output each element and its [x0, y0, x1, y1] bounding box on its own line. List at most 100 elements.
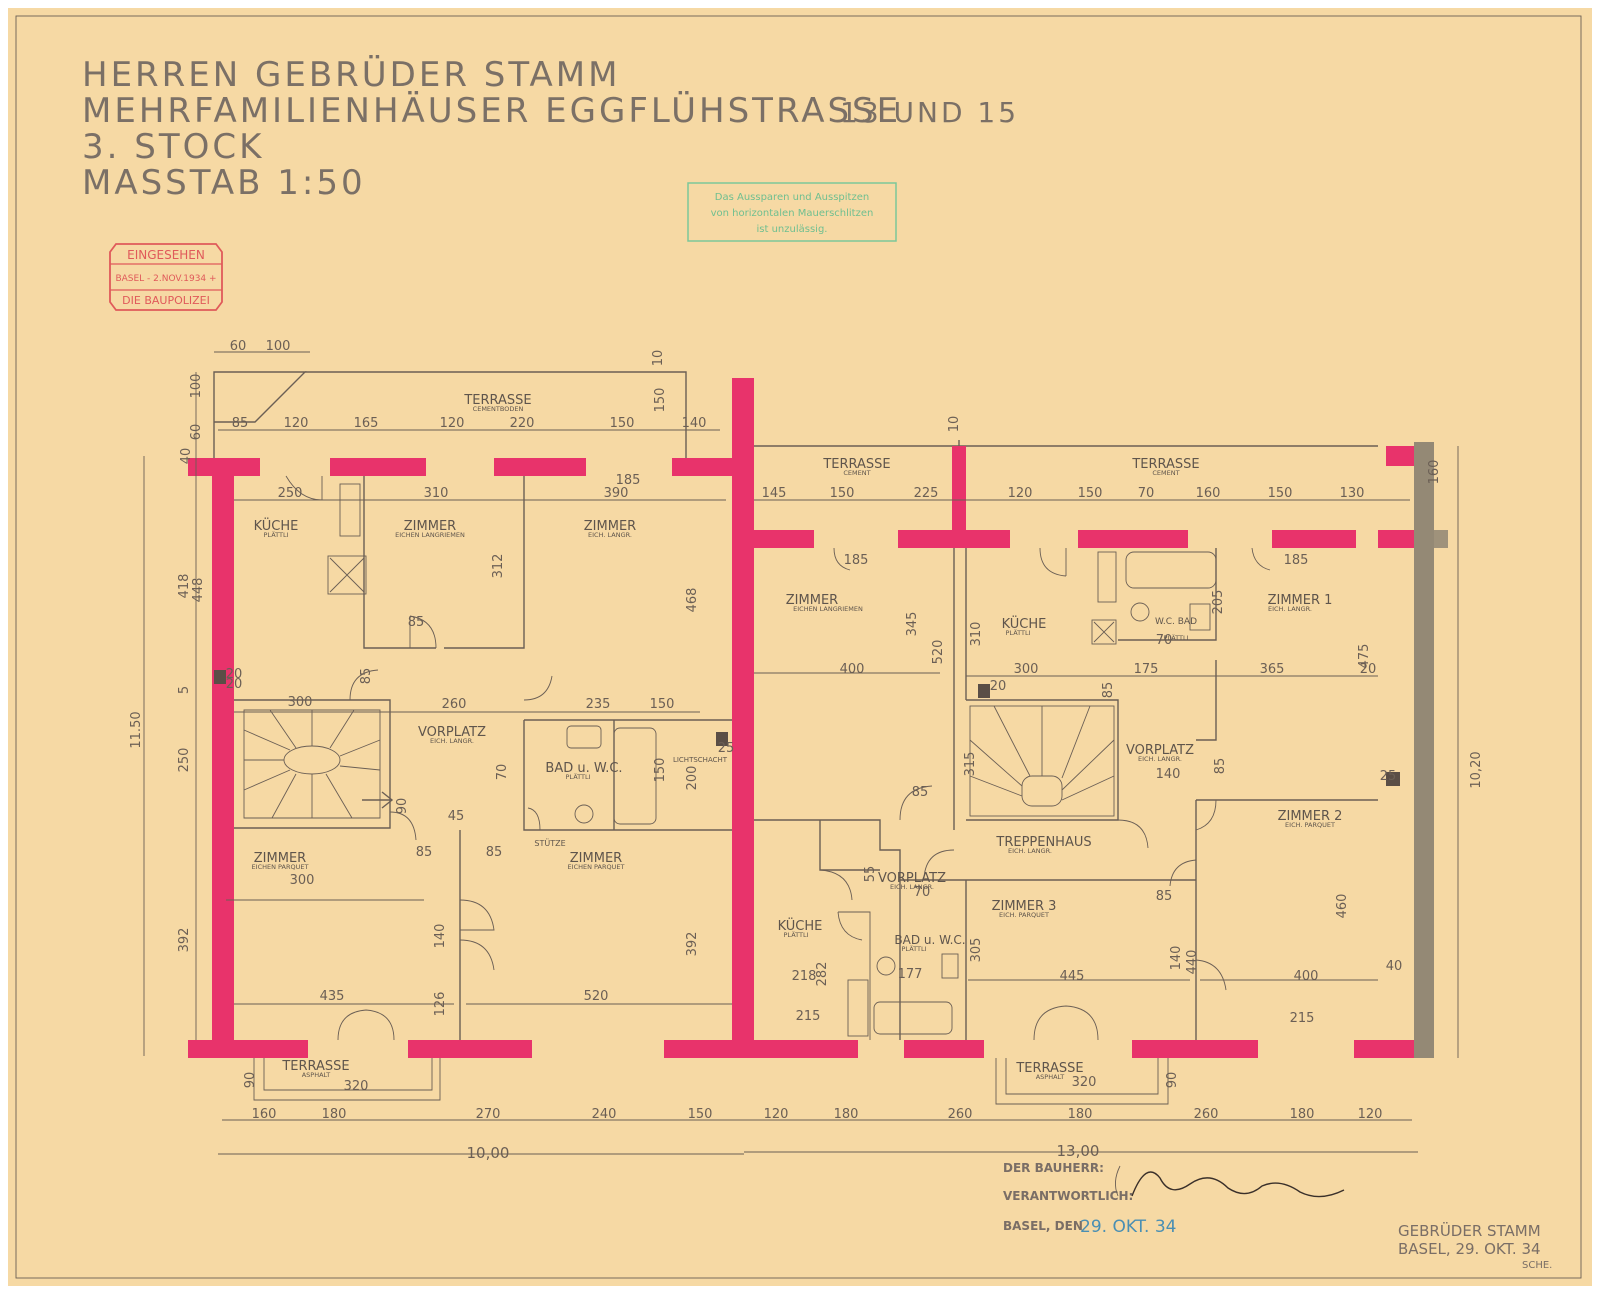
dimension-label: 60	[189, 424, 204, 441]
dimension-label: 20	[990, 679, 1007, 694]
dimension-label: 85	[1156, 889, 1173, 904]
plan-left-house	[188, 371, 754, 1101]
dimension-label: 85	[359, 668, 374, 685]
right-bathtub-bottom	[873, 1001, 953, 1035]
dimension-label: 150	[610, 416, 635, 431]
dimension-label: 240	[592, 1107, 617, 1122]
label-kueche-r: KÜCHE	[1002, 615, 1047, 632]
dimension-label: 11.50	[129, 711, 144, 748]
label-zimmer-1: ZIMMER 1	[1268, 593, 1333, 608]
red-stamp-line-3: DIE BAUPOLIZEI	[122, 294, 210, 307]
label-kueche-r2: KÜCHE	[778, 917, 823, 934]
label-terrasse-r2-sub: CEMENT	[1152, 469, 1179, 477]
dimension-label: 55	[863, 866, 878, 883]
dimension-label: 120	[1358, 1107, 1383, 1122]
dimension-label: 180	[1290, 1107, 1315, 1122]
dimension-label: 312	[491, 554, 506, 579]
green-stamp: Das Aussparen und Ausspitzen von horizon…	[687, 182, 897, 242]
dimension-label: 150	[650, 697, 675, 712]
label-zimmer-b: ZIMMER	[584, 519, 636, 534]
dimension-label: 25	[1380, 769, 1397, 784]
dimension-label: 165	[354, 416, 379, 431]
dimension-label: 90	[243, 1072, 258, 1089]
title-line-3: 3. STOCK	[82, 127, 264, 167]
dimension-label: 140	[433, 924, 448, 949]
dimension-label: 40	[1386, 959, 1403, 974]
label-zimmer-3-sub: EICH. PARQUET	[999, 911, 1049, 919]
dimension-label: 225	[914, 486, 939, 501]
dimension-label: 180	[1068, 1107, 1093, 1122]
right-stair	[969, 705, 1115, 817]
label-vorplatz-r: VORPLATZ	[1126, 743, 1194, 758]
total-left-dimension: 10,00	[467, 1144, 510, 1162]
title-line-2: MEHRFAMILIENHÄUSER EGGFLÜHSTRASSE	[82, 90, 901, 131]
dimension-label: 150	[688, 1107, 713, 1122]
dimension-label: 300	[1014, 662, 1039, 677]
label-treppenhaus: TREPPENHAUS	[995, 835, 1091, 850]
label-zimmer-a-sub: EICHEN LANGRIEMEN	[395, 531, 465, 539]
dimension-label: 10,20	[1469, 751, 1484, 788]
left-sink	[566, 725, 602, 749]
label-kueche-r-sub: PLÄTTLI	[1006, 628, 1031, 637]
firm-line-1: GEBRÜDER STAMM	[1398, 1221, 1541, 1240]
dimension-label: 160	[1427, 460, 1442, 485]
title-line-2-numbers: 13 UND 15	[840, 96, 1019, 129]
dimension-label: 440	[1185, 950, 1200, 975]
signature-scribble	[1131, 1171, 1345, 1198]
room-labels-left: TERRASSE CEMENTBODEN KÜCHE PLÄTTLI ZIMME…	[252, 393, 728, 1079]
dimension-label: 90	[395, 798, 410, 815]
dimension-label: 315	[963, 752, 978, 777]
dimension-label: 120	[440, 416, 465, 431]
dimension-label: 177	[898, 967, 923, 982]
red-stamp-line-2: BASEL - 2.NOV.1934 +	[115, 274, 216, 284]
label-vorplatz-r2: VORPLATZ	[878, 871, 946, 886]
label-zimmer-3: ZIMMER 3	[992, 899, 1057, 914]
label-bad-wc-r-sub: PLÄTTLI	[902, 944, 927, 953]
dimension-label: 100	[266, 339, 291, 354]
label-terrasse-bottom-left: TERRASSE	[281, 1059, 349, 1074]
dimension-label: 270	[476, 1107, 501, 1122]
dimension-label: 70	[1156, 633, 1173, 648]
dimension-label: 85	[232, 416, 249, 431]
left-stair	[243, 709, 394, 819]
label-zimmer-r: ZIMMER	[786, 593, 838, 608]
dimension-label: 85	[1101, 682, 1116, 699]
neighbour-wall	[1414, 442, 1434, 1058]
basel-den-label: BASEL, DEN	[1003, 1219, 1083, 1233]
label-kueche-left: KÜCHE	[254, 517, 299, 534]
label-terrasse-top-sub: CEMENTBODEN	[473, 405, 524, 413]
label-zimmer-c: ZIMMER	[254, 851, 306, 866]
label-bad-wc-r: BAD u. W.C.	[894, 933, 965, 947]
dimension-label: 40	[179, 448, 194, 465]
green-stamp-line-1: Das Aussparen und Ausspitzen	[715, 192, 869, 203]
left-toilet	[574, 804, 594, 824]
dimension-label: 150	[830, 486, 855, 501]
title-line-1: HERREN GEBRÜDER STAMM	[82, 54, 620, 95]
dimension-label: 90	[1165, 1072, 1180, 1089]
title-block: HERREN GEBRÜDER STAMM MEHRFAMILIENHÄUSER…	[82, 54, 1019, 203]
label-stuetze: STÜTZE	[534, 838, 565, 848]
dimension-label: 468	[685, 588, 700, 613]
dimension-label: 320	[1072, 1075, 1097, 1090]
dimension-label: 25	[718, 741, 735, 756]
dimension-label: 85	[1213, 758, 1228, 775]
verantwortlich-label: VERANTWORTLICH:	[1003, 1189, 1133, 1203]
bauherr-label: DER BAUHERR:	[1003, 1161, 1104, 1175]
label-terrasse-bottom-left-sub: ASPHALT	[302, 1071, 331, 1079]
label-kueche-left-sub: PLÄTTLI	[264, 530, 289, 539]
dimension-label: 475	[1357, 644, 1372, 669]
dimension-label: 460	[1335, 894, 1350, 919]
dimension-label: 180	[322, 1107, 347, 1122]
red-stamp-line-1: EINGESEHEN	[127, 248, 205, 262]
label-terrasse-r1-sub: CEMENT	[843, 469, 870, 477]
dimension-label: 85	[408, 615, 425, 630]
dimension-label: 145	[762, 486, 787, 501]
dimension-label: 310	[969, 622, 984, 647]
dimension-label: 418	[177, 574, 192, 599]
label-zimmer-r-sub: EICHEN LANGRIEMEN	[793, 605, 863, 613]
dimension-label: 140	[682, 416, 707, 431]
room-labels-right: TERRASSE CEMENT TERRASSE CEMENT ZIMMER E…	[778, 457, 1343, 1081]
label-terrasse-r1: TERRASSE	[822, 457, 890, 472]
dimension-label: 345	[905, 612, 920, 637]
